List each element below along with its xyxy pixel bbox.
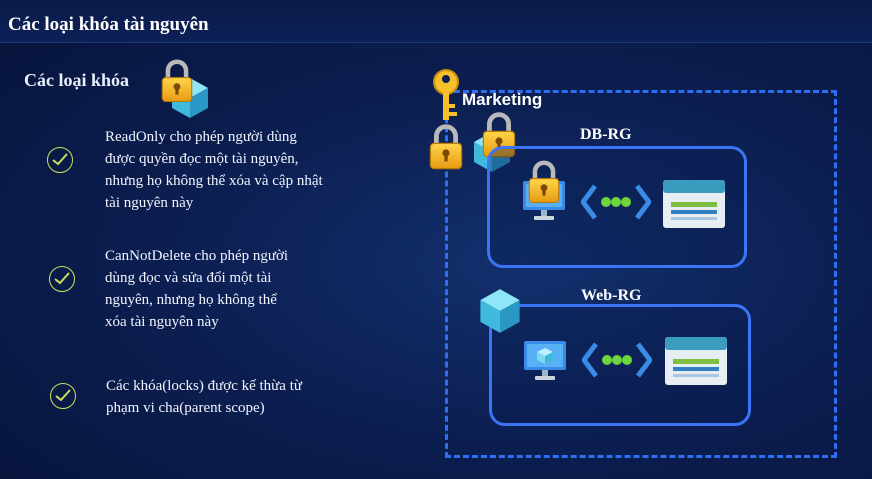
lock-icon <box>160 58 194 104</box>
code-brackets-icon <box>581 182 651 222</box>
check-circle-icon <box>50 383 76 409</box>
storage-icon <box>664 336 728 386</box>
code-brackets-icon <box>582 340 652 380</box>
bullet-inheritance: Các khóa(locks) được kế thừa từ phạm vi … <box>106 375 302 419</box>
monitor-icon <box>524 341 566 380</box>
section-title: Các loại khóa <box>24 70 130 90</box>
key-icon <box>433 69 459 120</box>
subscription-scope <box>445 90 837 458</box>
title-bar <box>0 0 872 43</box>
slide-title: Các loại khóa tài nguyên <box>8 14 209 35</box>
check-circle-icon <box>49 266 75 292</box>
cube-icon <box>478 287 522 335</box>
bullet-line: ReadOnly cho phép người dùng <box>105 129 297 145</box>
subscription-label: Marketing <box>462 90 543 109</box>
storage-icon <box>662 179 726 229</box>
bullet-readonly: ReadOnly cho phép người dùng được quyền … <box>105 126 323 214</box>
bullet-line: nhưng họ không thể xóa và cập nhật <box>105 173 323 189</box>
web-rg-label: Web-RG <box>581 287 642 304</box>
check-circle-icon <box>47 147 73 173</box>
bullet-line: nguyên, nhưng họ không thể <box>105 292 277 308</box>
db-rg-label: DB-RG <box>580 126 632 143</box>
lock-icon <box>527 158 561 206</box>
bullet-line: tài nguyên này <box>105 195 194 211</box>
bullet-line: được quyền đọc một tài nguyên, <box>105 151 299 167</box>
bullet-line: xóa tài nguyên này <box>105 314 219 330</box>
bullet-cannotdelete: CanNotDelete cho phép người dùng đọc và … <box>105 245 288 333</box>
lock-icon <box>428 122 464 172</box>
bullet-line: dùng đọc và sửa đổi một tài <box>105 270 272 286</box>
bullet-line: phạm vi cha(parent scope) <box>106 400 265 416</box>
bullet-line: Các khóa(locks) được kế thừa từ <box>106 378 303 394</box>
bullet-line: CanNotDelete cho phép người <box>105 248 289 264</box>
